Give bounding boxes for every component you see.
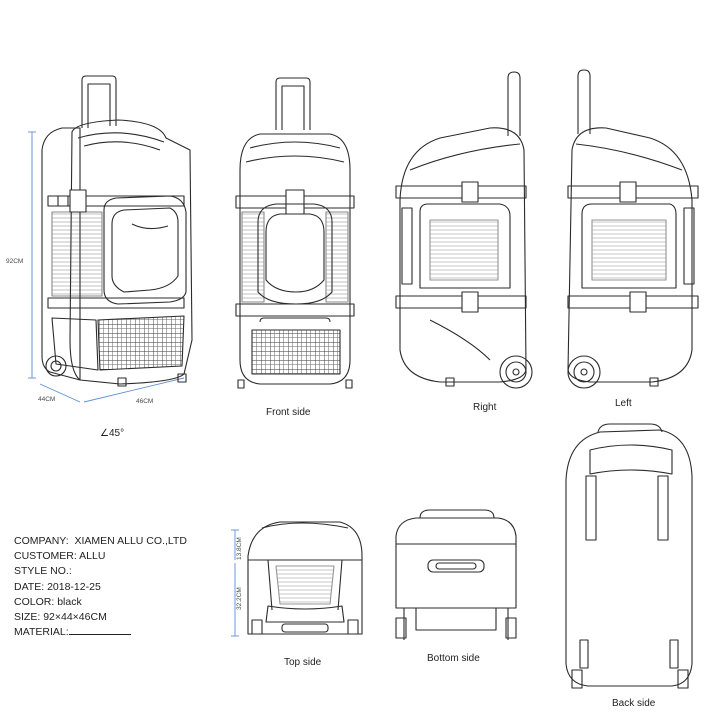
left-view — [567, 69, 699, 389]
width-dimension-label: 44CM — [38, 396, 56, 403]
material-blank-line — [68, 625, 131, 636]
top-view — [247, 521, 363, 635]
right-side-label: Right — [473, 402, 497, 413]
spec-style: STYLE NO.: — [14, 565, 72, 578]
right-view — [395, 71, 533, 389]
top-lower-dimension-label: 32.2CM — [236, 587, 243, 610]
spec-block: COMPANY: XIAMEN ALLU CO.,LTD CUSTOMER: A… — [14, 534, 187, 640]
left-side-label: Left — [615, 398, 632, 409]
angle-label: ∠45° — [100, 428, 125, 439]
spec-customer: CUSTOMER: ALLU — [14, 550, 106, 563]
height-dimension-label: 92CM — [6, 258, 24, 265]
top-upper-dimension-label: 13.8CM — [236, 537, 243, 560]
front-view — [235, 77, 355, 389]
back-side-label: Back side — [612, 698, 656, 709]
spec-date: DATE: 2018-12-25 — [14, 580, 101, 593]
dimension-lines — [28, 131, 239, 637]
bottom-side-label: Bottom side — [427, 653, 480, 664]
depth-dimension-label: 46CM — [136, 398, 154, 405]
top-side-label: Top side — [284, 657, 322, 668]
spec-material: MATERIAL: — [14, 625, 187, 640]
back-view — [565, 423, 693, 689]
perspective-view — [41, 75, 193, 387]
front-side-label: Front side — [266, 407, 311, 418]
spec-size: SIZE: 92×44×46CM — [14, 611, 107, 624]
bottom-view — [395, 509, 517, 640]
spec-color: COLOR: black — [14, 595, 82, 608]
spec-company: COMPANY: XIAMEN ALLU CO.,LTD — [14, 535, 187, 547]
